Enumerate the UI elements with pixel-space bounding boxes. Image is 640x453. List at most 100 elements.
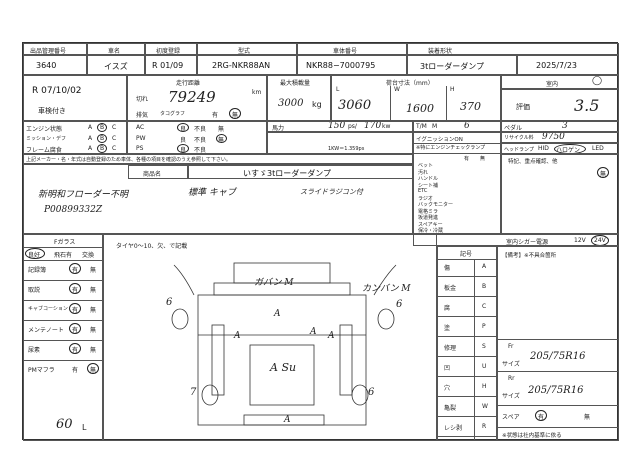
cigar-cell: 室内シガー電源 12V 24V [413,234,619,246]
maker: イスズ [104,62,128,71]
legend-name: 塗 [444,325,451,332]
left-mirror [173,264,195,296]
cigar-12v: 12V [574,237,586,244]
vehicle-diagram-cell: タイヤ0〜10、欠、で記載 ガバン M カンバン M A A [103,234,437,441]
tire-fr-size-label: サイズ [502,361,520,368]
remarks-cell: 【備考】※不具合箇所 Fr サイズ 205/75R16 Rr サイズ 205/7… [497,246,619,441]
pedal-cell: ペダル 3 [501,121,619,132]
equipment-item: 保冷・冷蔵 [418,228,444,234]
left-row-divider [24,280,102,281]
body-outline [197,294,367,426]
pedal-label: ペダル [504,125,523,132]
handwritten-note-1: 新明和フローダー不明 [38,190,129,200]
rpm-unit: kw [382,123,391,130]
header-body-cell: 装着形状 [407,43,619,55]
headlamp-label: ヘッドランプ [504,147,534,153]
special-notes-cell: 商品名 いすゞ3tローダーダンプ 新明和フローダー不明 P00899332Z 標… [23,164,413,234]
ps-label: PS [136,145,144,152]
conditions-cell: エンジン状態 ミッション・デフ フレーム腐食 A B C A B C A B C [23,121,127,154]
tm-label: T/M [416,123,427,130]
model-cell: 2RG-NKR88AN [197,55,297,75]
load-label: 最大積載量 [280,80,311,87]
notice-cell: 上記メーカー・名・年式は自動登録のため車体、各種の項目を確認のうえ参照して下さい… [23,154,413,164]
header-model-label: 型式 [238,48,251,55]
power-cell: 馬力 150 ps/ 170 kw [267,121,413,132]
product-name: いすゞ3tローダーダンプ [243,169,331,178]
first-reg-cell: R 01/09 [145,55,197,75]
mission-label: ミッション・デフ [26,136,67,142]
header-chassis-label: 車体番号 [333,48,358,55]
ps-good-circle [177,144,189,153]
legend-title: 記号 [460,251,473,258]
haiki-label: 排気 [136,112,149,119]
left-row-nashi: 無 [90,267,97,274]
equipment-item: ベット [418,163,434,169]
footer-divider [498,427,618,428]
equipment-item: ハンドル [418,176,439,182]
equipment-item: ラジオ [418,195,433,202]
recycle-label: リサイクル料 [504,135,534,141]
mark-a-4: A [310,327,317,337]
header-maker-cell: 車名 [87,43,145,55]
spare-ari-circle [535,410,547,421]
legend-name: 亀裂 [444,405,457,412]
label-garnish-left: ガバン M [254,278,294,288]
pw-good: 良 [180,137,187,144]
legend-name: レシ剥 [444,425,463,432]
mission-grade-circle [97,134,107,143]
dim-divider-1 [390,86,391,120]
tacho-nashi-circle [229,108,241,119]
date-cell: 2025/7/23 [517,55,619,75]
pw-none-circle [216,134,227,143]
dim-label: 荷台寸法（mm） [386,80,434,87]
left-row-divider [24,360,102,361]
score-value: 3.5 [574,96,600,115]
maker-cell: イスズ [87,55,145,75]
remarks-title: 【備考】※不具合箇所 [502,253,557,259]
equipment-item: ETC [418,188,428,194]
legend-name: 板金 [444,285,457,292]
fglass-kokan: 交換 [82,252,95,259]
legend-symbol: R [482,423,487,430]
km-unit: km [252,89,262,96]
naigai-label: 室内 [546,81,559,88]
left-row-nashi: 無 [90,307,97,314]
body: 3tローダーダンプ [420,62,484,71]
equipment-item: 坂道発進 [418,215,439,221]
legend-name: 傷 [444,265,451,272]
left-row-nashi: 無 [90,347,97,354]
equipment-item: 汚れ [418,169,429,176]
legend-name: 修理 [444,345,457,352]
first-reg: R 01/09 [152,61,184,70]
shohinmei-label-cell: 商品名 [128,165,188,179]
pw-bad: 不良 [194,137,207,144]
inspection-date: 2025/7/23 [536,61,578,70]
recycle-cell: リサイクル料 9750 [501,132,619,143]
chassis: NKR88−7000795 [306,61,376,70]
header-model-cell: 型式 [197,43,297,55]
left-row-label: キャブコーション [28,306,68,312]
handwritten-note-2: P00899332Z [44,205,103,215]
frame-grade-c: C [112,145,117,152]
kg-unit: kg [312,100,322,109]
left-row-nashi: 無 [90,327,97,334]
tire-fr-label: Fr [508,343,514,350]
frame-label: フレーム腐食 [26,147,62,154]
legend-row-divider [438,376,496,377]
engine-grade-c: C [112,124,117,131]
shaken-cell: R 07/10/02 車検付き [23,75,127,121]
fuel-level: 60 [56,417,73,432]
ac-bad: 不良 [194,126,207,133]
tacho-ari: 有 [212,112,219,119]
engine-label: エンジン状態 [26,126,63,133]
mark-a-5: A [284,415,291,425]
tire-rr-divider [498,405,618,406]
left-row-selection-circle [69,263,81,274]
legend-symbol: H [482,383,487,390]
rear-left-tire [201,384,219,406]
bed-center [249,344,315,406]
legend-row-divider [438,316,496,317]
mark-a-2: A [234,331,241,341]
tire-tread-rr: 6 [368,387,375,398]
left-row-label: 尿素 [28,347,41,354]
